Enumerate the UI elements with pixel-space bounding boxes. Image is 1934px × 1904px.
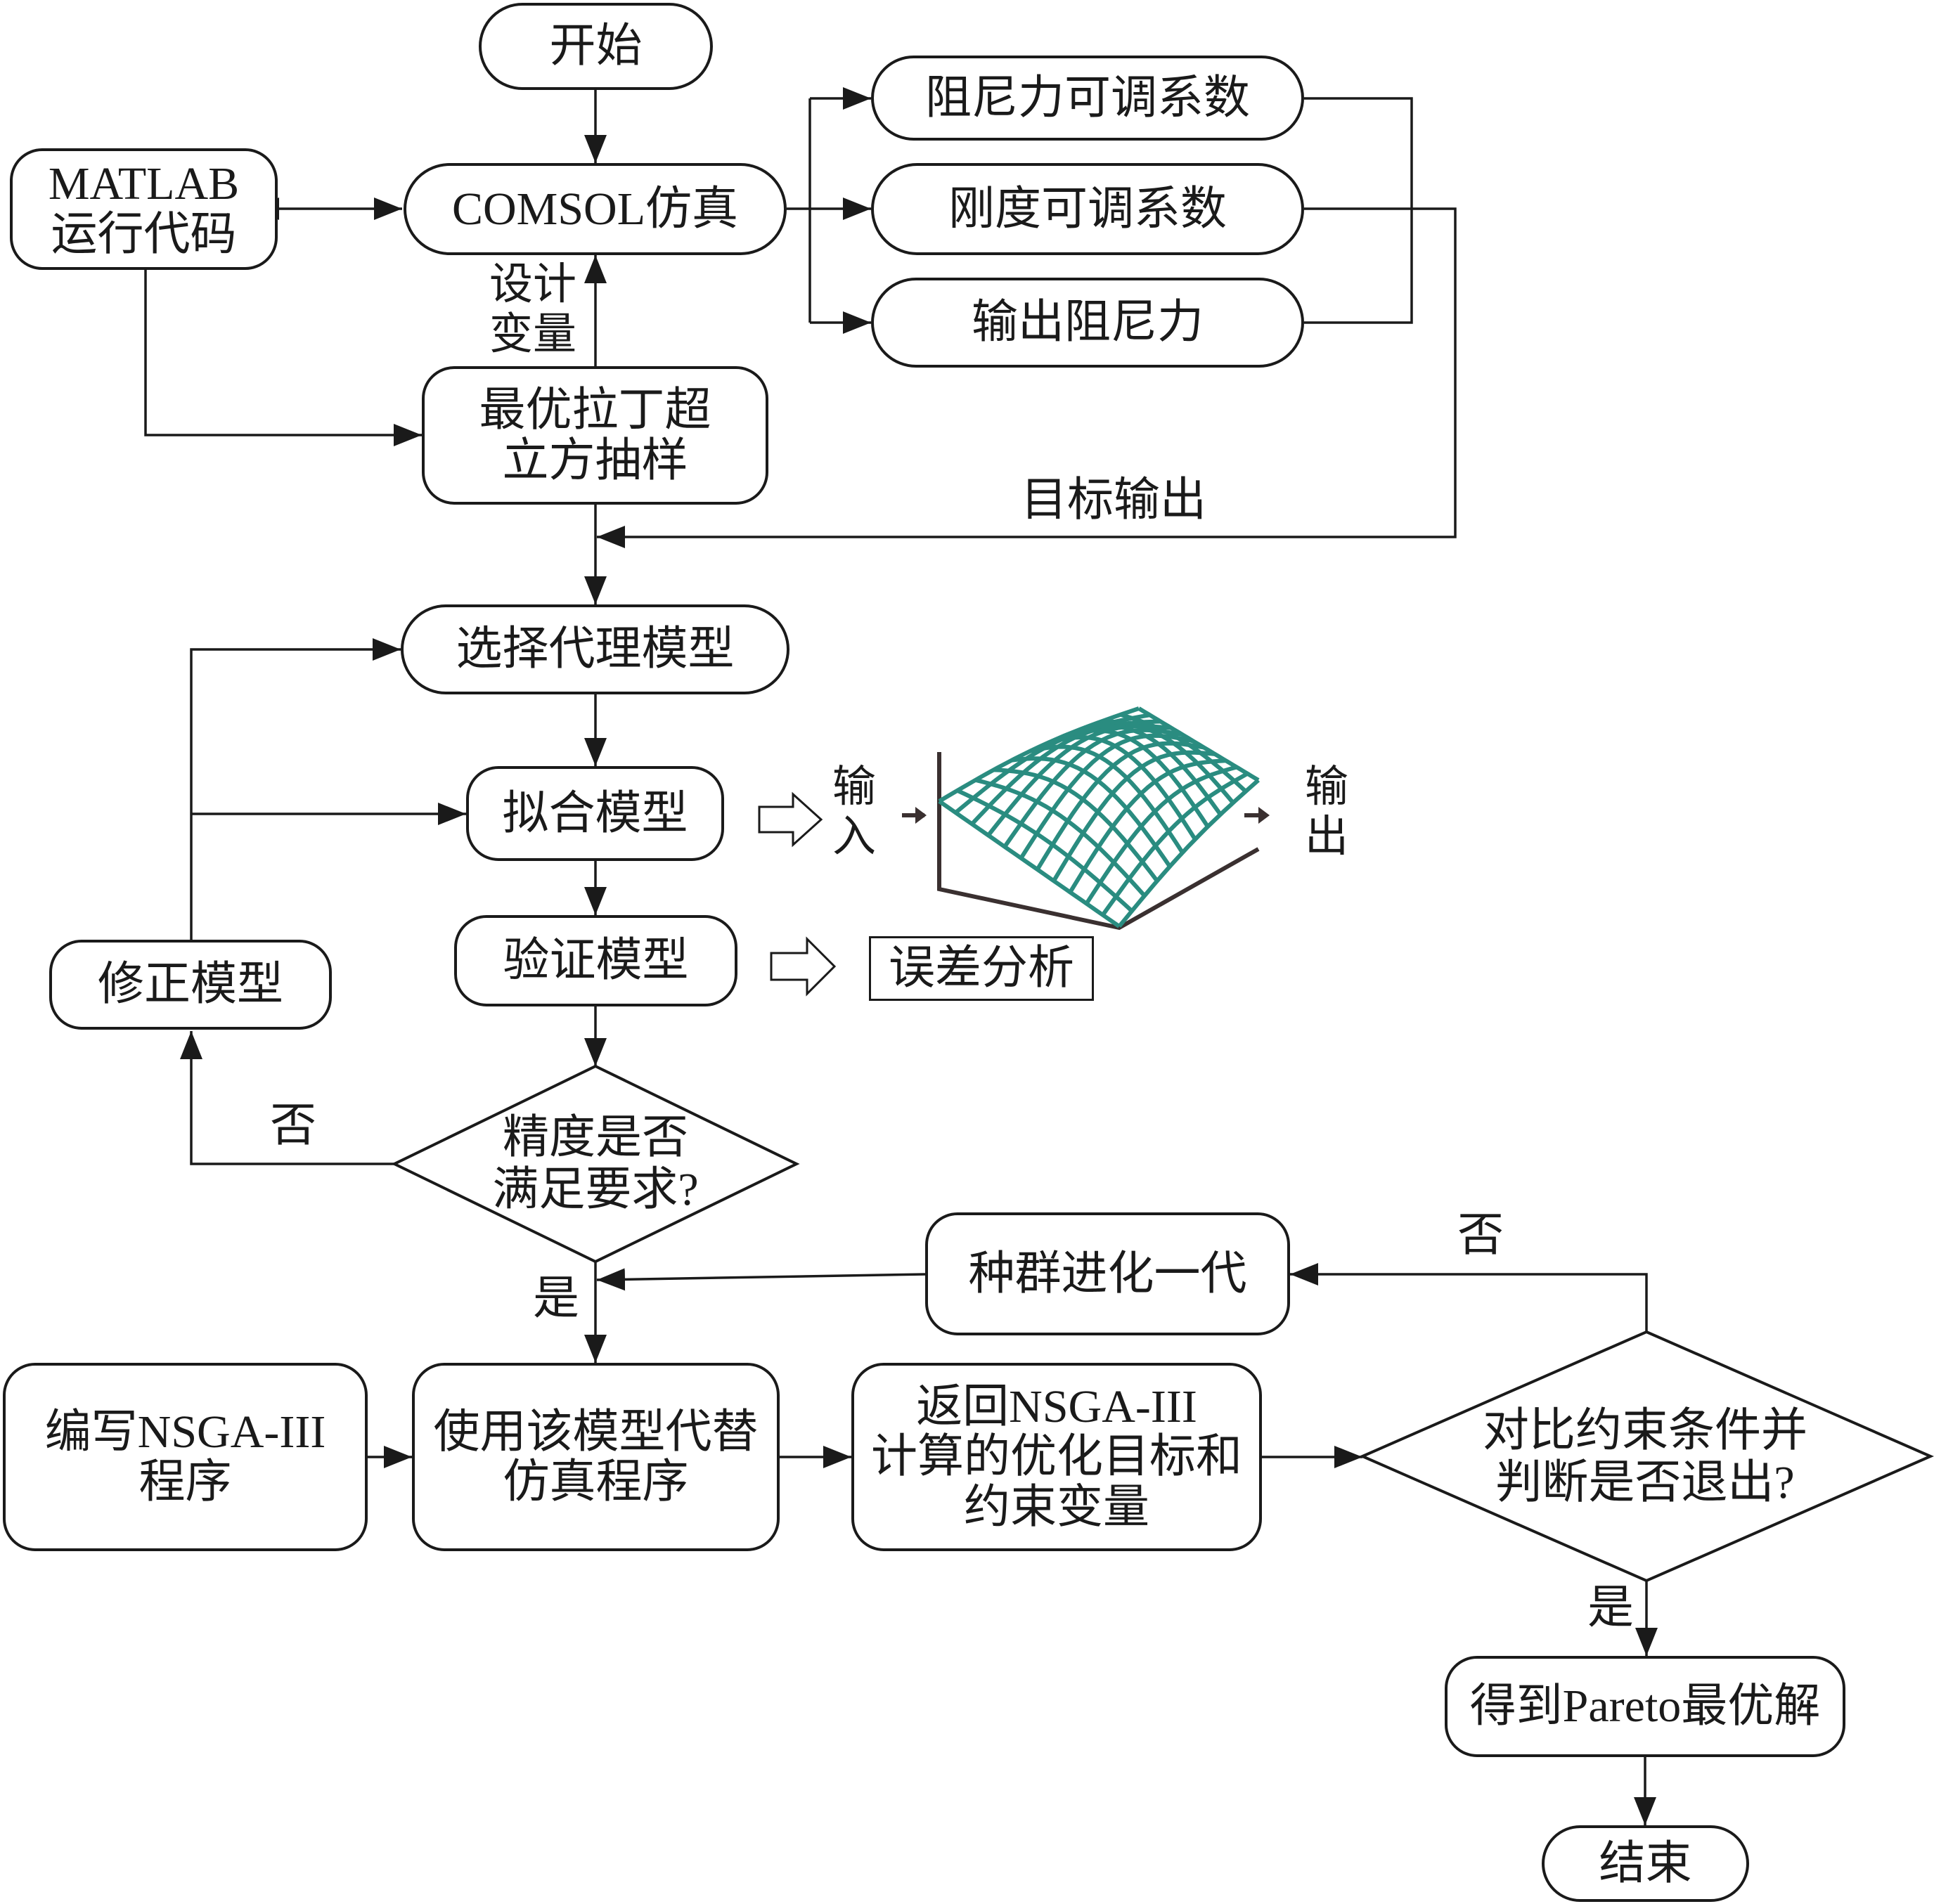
compare-line2: 判断是否退出? [1495, 1456, 1795, 1508]
mesh-line [993, 768, 1159, 883]
decision-accuracy-shape [391, 1064, 800, 1264]
use-model-node: 使用该模型代替 仿真程序 [412, 1363, 780, 1551]
matlab-label-line2: 运行代码 [51, 208, 237, 260]
mesh-line [1029, 744, 1185, 854]
write-nsga-line2: 程序 [138, 1456, 232, 1508]
end-terminal: 结束 [1542, 1825, 1749, 1902]
target-output-label: 目标输出 [1021, 474, 1206, 526]
pareto-label: 得到Pareto最优解 [1469, 1680, 1821, 1733]
line-target-output [597, 207, 1457, 548]
write-nsga-line1: 编写NSGA-III [44, 1406, 326, 1458]
mesh-line [1101, 772, 1249, 917]
line-merge-damping [1304, 97, 1413, 324]
mesh-line [1084, 765, 1237, 905]
surface-input-line1: 输 [832, 763, 876, 811]
lhs-label-line1: 最优拉丁超 [479, 384, 711, 436]
mesh-line [938, 799, 1121, 928]
mesh-line [1084, 724, 1223, 816]
return-nsga-node: 返回NSGA-III 计算的优化目标和 约束变量 [851, 1363, 1262, 1551]
damping-coef-node: 阻尼力可调系数 [871, 56, 1304, 141]
mesh-line [956, 789, 1134, 913]
pareto-node: 得到Pareto最优解 [1445, 1656, 1845, 1757]
select-model-node: 选择代理模型 [401, 604, 789, 694]
matlab-label-line1: MATLAB [48, 158, 240, 210]
mesh-line [1120, 712, 1248, 794]
mesh-line [1011, 756, 1172, 868]
response-surface-icon [902, 706, 1270, 931]
hollow-arrow-fit-to-surface [758, 791, 823, 848]
surface-output-line2: 出 [1304, 813, 1348, 862]
start-label: 开始 [549, 20, 643, 72]
compare-no-label: 否 [1457, 1210, 1504, 1261]
lhs-label-line2: 立方抽样 [502, 434, 688, 486]
mesh-line [1137, 706, 1260, 782]
lhs-sampling-node: 最优拉丁超 立方抽样 [422, 366, 768, 505]
hollow-arrow-verify-to-error [770, 936, 837, 997]
mesh-line [1117, 778, 1260, 928]
comsol-label: COMSOL仿真 [451, 183, 739, 235]
arrow-accuracy-no-to-revise [180, 1031, 394, 1165]
damping-coef-label: 阻尼力可调系数 [925, 72, 1250, 124]
surface-input-line2: 入 [832, 813, 876, 862]
accuracy-decision-text: 精度是否 满足要求? [465, 1103, 726, 1224]
accuracy-line2: 满足要求? [492, 1164, 699, 1215]
mesh-line [1066, 728, 1210, 828]
start-terminal: 开始 [479, 3, 713, 90]
evolve-label: 种群进化一代 [968, 1248, 1247, 1300]
matlab-node: MATLAB 运行代码 [10, 148, 278, 270]
use-model-line2: 仿真程序 [503, 1456, 689, 1508]
accuracy-yes-label: 是 [533, 1273, 579, 1324]
design-variables-line2: 变量 [489, 311, 576, 359]
end-label: 结束 [1599, 1837, 1692, 1889]
error-analysis-label: 误差分析 [889, 943, 1074, 995]
line-revise-up [190, 638, 401, 940]
surface-output-label: 输 出 [1302, 763, 1351, 863]
verify-model-node: 验证模型 [454, 915, 737, 1006]
mesh-line [974, 777, 1147, 898]
design-variables-label: 设计 变量 [484, 260, 582, 361]
revise-model-label: 修正模型 [98, 959, 283, 1011]
stiffness-coef-node: 刚度可调系数 [871, 163, 1304, 255]
return-line1: 返回NSGA-III [916, 1381, 1197, 1433]
compare-yes-label: 是 [1587, 1582, 1634, 1633]
accuracy-no-label: 否 [270, 1100, 316, 1151]
comsol-node: COMSOL仿真 [404, 163, 787, 255]
arrow-compare-no-to-evolve [1290, 1263, 1648, 1332]
surface-axes [937, 752, 1260, 931]
decision-compare-shape [1359, 1330, 1934, 1583]
output-damping-node: 输出阻尼力 [871, 278, 1304, 368]
surface-output-line1: 输 [1304, 763, 1348, 811]
design-variables-line1: 设计 [489, 261, 576, 309]
evolve-node: 种群进化一代 [925, 1212, 1290, 1335]
verify-model-label: 验证模型 [503, 935, 689, 987]
surface-input-label: 输 入 [830, 763, 879, 863]
write-nsga-node: 编写NSGA-III 程序 [3, 1363, 368, 1551]
output-damping-label: 输出阻尼力 [972, 297, 1204, 349]
accuracy-line1: 精度是否 [503, 1112, 688, 1164]
compare-line1: 对比约束条件并 [1483, 1404, 1807, 1456]
arrow-evolve-to-main [596, 1268, 926, 1291]
surface-mesh [938, 706, 1260, 928]
mesh-line [1047, 735, 1197, 841]
compare-decision-text: 对比约束条件并 判断是否退出? [1448, 1399, 1842, 1515]
arrow-matlab-to-lhs [144, 270, 422, 446]
select-model-label: 选择代理模型 [456, 623, 735, 675]
revise-model-node: 修正模型 [49, 940, 332, 1030]
return-line2: 计算的优化目标和 [871, 1431, 1242, 1483]
error-analysis-box: 误差分析 [869, 936, 1094, 1001]
use-model-line1: 使用该模型代替 [433, 1406, 759, 1458]
fit-model-label: 拟合模型 [502, 787, 688, 839]
stiffness-coef-label: 刚度可调系数 [948, 183, 1227, 235]
return-line3: 约束变量 [964, 1481, 1149, 1533]
mesh-line [1102, 718, 1235, 805]
fit-model-node: 拟合模型 [466, 766, 724, 861]
